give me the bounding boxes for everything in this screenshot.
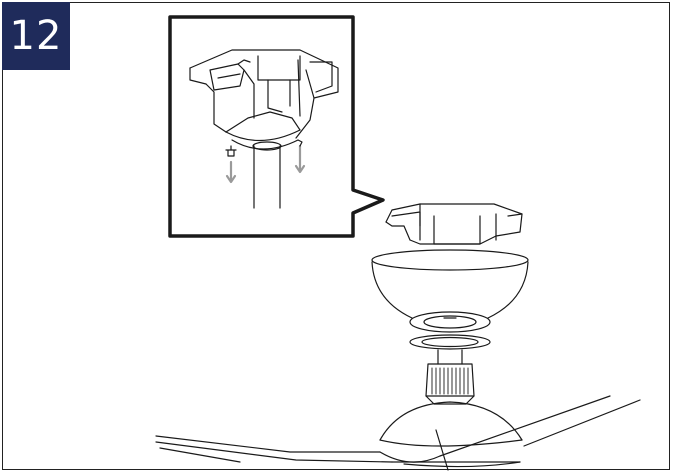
step-number: 12	[9, 13, 63, 59]
fan-blades	[155, 395, 641, 471]
zoomed-bracket	[189, 49, 339, 150]
detail-callout-icon	[168, 15, 385, 238]
fan-bracket	[385, 203, 523, 245]
fan-canopy	[371, 249, 529, 350]
zoomed-downrod	[252, 141, 282, 209]
step-number-badge: 12	[2, 2, 70, 70]
screw-icon	[225, 145, 237, 157]
down-arrow-icon	[225, 144, 306, 184]
fan-downrod	[425, 349, 475, 405]
fan-motor-housing	[379, 401, 523, 447]
